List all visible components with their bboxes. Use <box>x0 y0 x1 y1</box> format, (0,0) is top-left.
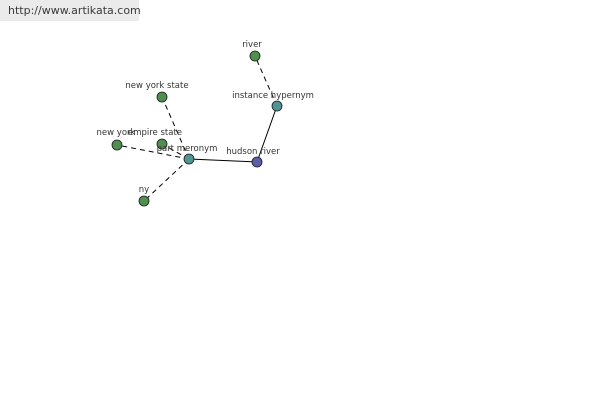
edge-part-meronym-to-new-york <box>116 144 190 160</box>
node-label-instance-hypernym[interactable]: instance hypernym <box>232 91 314 101</box>
node-ny[interactable] <box>138 195 150 207</box>
node-instance-hypernym[interactable] <box>271 100 283 112</box>
edge-hudson-river-to-instance-hypernym <box>256 105 278 163</box>
node-river[interactable] <box>249 50 261 62</box>
node-label-ny[interactable]: ny <box>139 185 149 195</box>
node-new-york[interactable] <box>111 139 123 151</box>
node-label-empire-state[interactable]: empire state <box>128 128 182 138</box>
url-banner[interactable]: http://www.artikata.com <box>0 0 141 21</box>
node-empire-state[interactable] <box>156 138 168 150</box>
edge-part-meronym-to-ny <box>143 158 190 202</box>
node-label-new-york-state[interactable]: new york state <box>125 81 188 91</box>
node-part-meronym[interactable] <box>183 153 195 165</box>
edge-part-meronym-to-new-york-state <box>161 96 190 160</box>
url-link[interactable]: http://www.artikata.com <box>8 4 141 17</box>
edge-hudson-river-to-part-meronym <box>188 158 258 163</box>
nodes-layer <box>111 50 283 207</box>
node-label-river[interactable]: river <box>242 40 262 50</box>
node-label-part-meronym[interactable]: part meronym <box>157 144 218 154</box>
node-label-new-york[interactable]: new york <box>97 128 136 138</box>
edges-layer <box>116 55 278 202</box>
edge-instance-hypernym-to-river <box>254 55 278 107</box>
labels-layer: river instance hypernym hudson river part m… <box>97 40 314 195</box>
node-hudson-river[interactable] <box>251 156 263 168</box>
node-new-york-state[interactable] <box>156 91 168 103</box>
node-label-hudson-river[interactable]: hudson river <box>226 147 280 157</box>
